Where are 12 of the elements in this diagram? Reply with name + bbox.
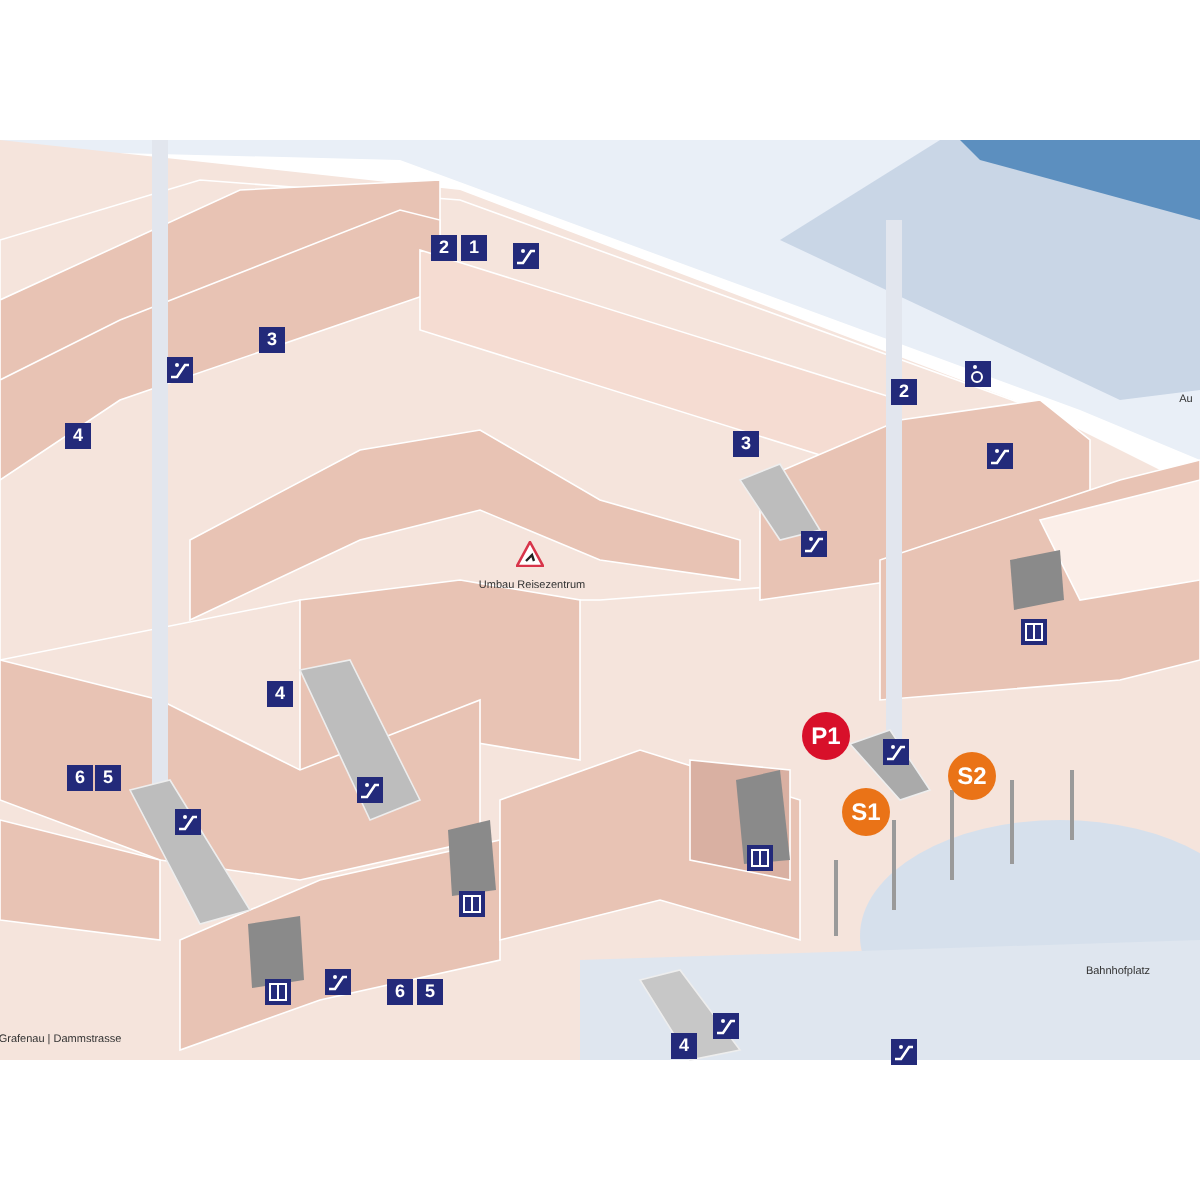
level-number-sign: 3	[259, 327, 285, 353]
level-number-sign: 4	[65, 423, 91, 449]
level-number-sign: 6	[67, 765, 93, 791]
level-number-sign: 3	[733, 431, 759, 457]
level-number-sign: 4	[267, 681, 293, 707]
level-number-sign: 2	[431, 235, 457, 261]
level-number-sign: 2	[891, 379, 917, 405]
level-number-sign: 6	[387, 979, 413, 1005]
level-number-sign: 5	[417, 979, 443, 1005]
level-number-sign: 4	[671, 1033, 697, 1059]
level-number-sign: 5	[95, 765, 121, 791]
level-number-sign: 1	[461, 235, 487, 261]
